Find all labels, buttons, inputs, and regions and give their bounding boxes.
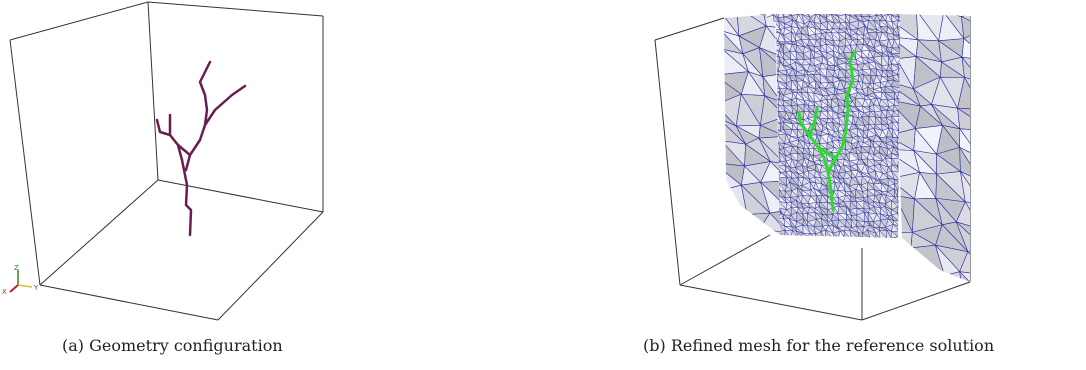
refined-mesh-center (760, 14, 900, 238)
coarse-mesh-right (895, 14, 970, 282)
axis-label-y: Y (33, 284, 39, 292)
figure-b: (b) Refined mesh for the reference solut… (640, 0, 1086, 370)
branching-network (797, 50, 857, 212)
axis-label-x: X (2, 288, 7, 296)
geometry-view: Z Y X (2, 1, 324, 321)
caption-a: (a) Geometry configuration (62, 336, 283, 355)
axis-triad: Z Y X (2, 264, 39, 296)
axis-label-z: Z (14, 264, 19, 272)
figure-a: Z Y X (a) Geometry configuration (0, 0, 360, 370)
bounding-box (9, 1, 324, 321)
caption-b: (b) Refined mesh for the reference solut… (643, 336, 995, 355)
branching-network (155, 60, 247, 237)
mesh-view (654, 14, 971, 321)
